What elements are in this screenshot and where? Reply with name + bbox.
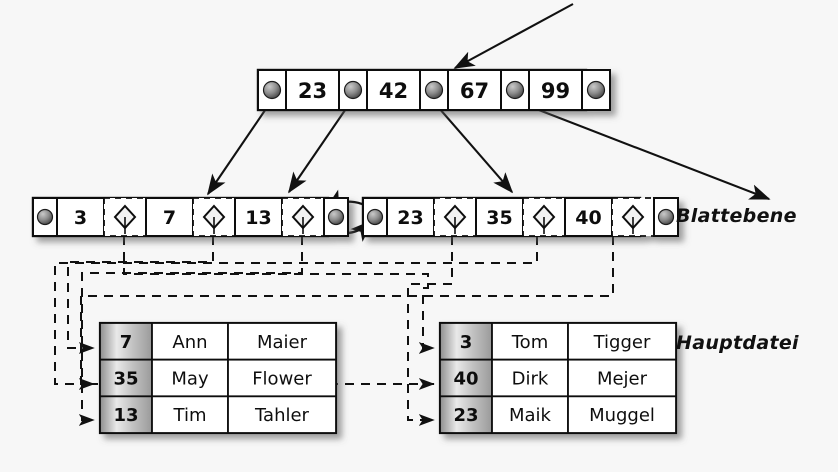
root-pointer-dot-2 — [343, 80, 363, 100]
row-key: 3 — [460, 332, 473, 353]
leaf-node-left-ref-icon-2 — [202, 204, 226, 234]
leaf-node-left-key-3: 13 — [245, 207, 271, 229]
root-node[interactable]: 23 42 67 99 — [256, 68, 611, 112]
row-firstname: Dirk — [512, 369, 549, 390]
row-firstname: May — [171, 369, 209, 390]
leaf-node-left-next-dot — [327, 208, 345, 226]
leaf-node-right-key-cell-2[interactable]: 35 — [475, 197, 524, 237]
root-pointer-cell-5[interactable] — [581, 69, 611, 111]
row-lastname: Flower — [252, 369, 312, 390]
label-blattebene: Blattebene — [676, 205, 797, 227]
row-lastname: Maier — [257, 332, 308, 353]
leaf-node-left-ref-icon-1 — [113, 204, 137, 234]
row-firstname: Tom — [511, 332, 548, 353]
root-key-cell-2[interactable]: 42 — [366, 69, 421, 111]
root-key-3: 67 — [460, 79, 489, 103]
table-row[interactable]: 40 Dirk Mejer — [439, 358, 677, 398]
leaf-node-right-key-3: 40 — [575, 207, 601, 229]
row-lastname: Mejer — [597, 369, 648, 390]
leaf-node-right-ref-cell-2[interactable] — [522, 197, 566, 237]
row-key: 13 — [113, 405, 138, 426]
data-table-right[interactable]: 3 Tom Tigger 40 Dirk Mejer 23 Maik Muggel — [438, 321, 678, 435]
leaf-node-left-prev-pointer[interactable] — [32, 197, 58, 237]
leaf-node-right-ref-icon-3 — [621, 204, 645, 234]
data-table-left[interactable]: 7 Ann Maier 35 May Flower 13 Tim Tahler — [98, 321, 338, 435]
row-lastname: Muggel — [589, 405, 655, 426]
root-key-2: 42 — [379, 79, 408, 103]
root-pointer-dot-4 — [505, 80, 525, 100]
leaf-node-left-key-1: 3 — [74, 207, 87, 229]
row-lastname: Tigger — [593, 332, 651, 353]
record-link-left-2 — [67, 236, 214, 354]
root-pointer-cell-3[interactable] — [419, 69, 449, 111]
leaf-node-left-next-pointer[interactable] — [323, 197, 349, 237]
row-firstname: Maik — [509, 405, 552, 426]
record-link-right-1 — [407, 236, 453, 426]
leaf-node-right-ref-cell-3[interactable] — [611, 197, 655, 237]
table-row[interactable]: 7 Ann Maier — [99, 322, 337, 361]
root-pointer-edge-1 — [207, 99, 273, 196]
leaf-node-left-key-cell-2[interactable]: 7 — [145, 197, 194, 237]
row-key: 23 — [453, 405, 478, 426]
record-link-right-3 — [80, 236, 614, 390]
root-key-cell-4[interactable]: 99 — [528, 69, 583, 111]
row-lastname: Tahler — [254, 405, 310, 426]
root-pointer-cell-1[interactable] — [257, 69, 287, 111]
label-hauptdatei: Hauptdatei — [676, 332, 799, 354]
root-pointer-edge-3 — [431, 99, 514, 194]
root-pointer-edge-2 — [288, 99, 353, 194]
row-key: 35 — [113, 369, 138, 390]
row-key: 7 — [120, 332, 133, 353]
leaf-node-right-ref-cell-1[interactable] — [433, 197, 477, 237]
leaf-node-right-prev-dot — [366, 208, 384, 226]
root-pointer-dot-1 — [262, 80, 282, 100]
leaf-node-left-ref-cell-1[interactable] — [103, 197, 147, 237]
row-firstname: Tim — [173, 405, 207, 426]
table-row[interactable]: 3 Tom Tigger — [439, 322, 677, 361]
record-link-left-3 — [78, 236, 303, 426]
leaf-node-left-prev-dot — [36, 208, 54, 226]
leaf-node-right[interactable]: 23 35 40 — [361, 196, 679, 238]
root-pointer-cell-2[interactable] — [338, 69, 368, 111]
root-key-cell-1[interactable]: 23 — [285, 69, 340, 111]
record-link-right-2 — [54, 236, 538, 390]
leaf-node-right-key-cell-3[interactable]: 40 — [564, 197, 613, 237]
leaf-node-left-key-cell-3[interactable]: 13 — [234, 197, 283, 237]
root-key-1: 23 — [298, 79, 327, 103]
leaf-node-right-key-cell-1[interactable]: 23 — [386, 197, 435, 237]
leaf-node-left-ref-icon-3 — [291, 204, 315, 234]
leaf-node-left-ref-cell-3[interactable] — [281, 197, 325, 237]
leaf-node-left[interactable]: 3 7 13 — [31, 196, 349, 238]
table-row[interactable]: 13 Tim Tahler — [99, 395, 337, 434]
leaf-node-right-key-1: 23 — [397, 207, 423, 229]
leaf-node-right-next-dot — [657, 208, 675, 226]
root-pointer-dot-5 — [586, 80, 606, 100]
root-pointer-cell-4[interactable] — [500, 69, 530, 111]
table-row[interactable]: 23 Maik Muggel — [439, 395, 677, 434]
row-key: 40 — [453, 369, 478, 390]
leaf-node-right-next-pointer[interactable] — [653, 197, 679, 237]
leaf-node-right-ref-icon-1 — [443, 204, 467, 234]
leaf-node-right-prev-pointer[interactable] — [362, 197, 388, 237]
leaf-node-left-ref-cell-2[interactable] — [192, 197, 236, 237]
table-row[interactable]: 35 May Flower — [99, 358, 337, 398]
root-entry-arrow — [453, 3, 574, 69]
leaf-node-right-ref-icon-2 — [532, 204, 556, 234]
leaf-node-left-key-2: 7 — [163, 207, 176, 229]
root-pointer-edge-4 — [512, 99, 771, 200]
root-key-cell-3[interactable]: 67 — [447, 69, 502, 111]
root-key-4: 99 — [541, 79, 570, 103]
root-pointer-dot-3 — [424, 80, 444, 100]
leaf-node-left-key-cell-1[interactable]: 3 — [56, 197, 105, 237]
leaf-node-right-key-2: 35 — [486, 207, 512, 229]
row-firstname: Ann — [172, 332, 207, 353]
